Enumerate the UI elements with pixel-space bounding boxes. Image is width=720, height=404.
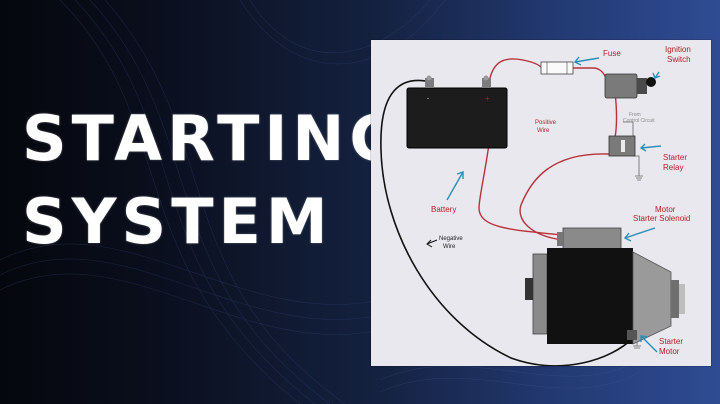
battery-plus: +	[485, 94, 490, 103]
label-starter-relay-2: Relay	[663, 163, 683, 172]
labels: Fuse Ignition Switch Positive Wire From …	[431, 45, 691, 356]
title-system: SYSTEM	[22, 185, 333, 258]
label-motor: Motor	[655, 205, 676, 214]
starter-motor	[525, 248, 685, 345]
label-wire-negative: Wire	[443, 244, 456, 250]
label-ignition: Ignition	[665, 45, 691, 54]
diagram-panel: - +	[371, 40, 711, 366]
label-negative: Negative	[439, 236, 463, 242]
label-starter-solenoid: Starter Solenoid	[633, 214, 690, 223]
label-control-circuit: Control Circuit	[623, 118, 655, 124]
arrows	[446, 56, 662, 353]
starter-relay	[608, 135, 636, 157]
label-starter-relay-1: Starter	[663, 153, 687, 162]
label-switch: Switch	[667, 55, 691, 64]
label-starter-motor-2: Motor	[659, 347, 680, 356]
label-wire-positive: Wire	[537, 128, 550, 134]
fuse	[540, 61, 574, 75]
ignition-switch	[604, 73, 656, 99]
title-starting: STARTING	[22, 102, 406, 175]
battery-minus: -	[427, 96, 429, 102]
label-fuse: Fuse	[603, 49, 621, 58]
label-starter-motor-1: Starter	[659, 337, 683, 346]
starting-system-diagram: - +	[380, 45, 691, 366]
label-positive: Positive	[535, 120, 557, 126]
label-battery: Battery	[431, 205, 456, 214]
battery: - +	[406, 75, 508, 149]
label-from: From	[629, 112, 641, 118]
positive-wires	[478, 58, 618, 241]
negative-wire-arrow	[426, 239, 438, 248]
